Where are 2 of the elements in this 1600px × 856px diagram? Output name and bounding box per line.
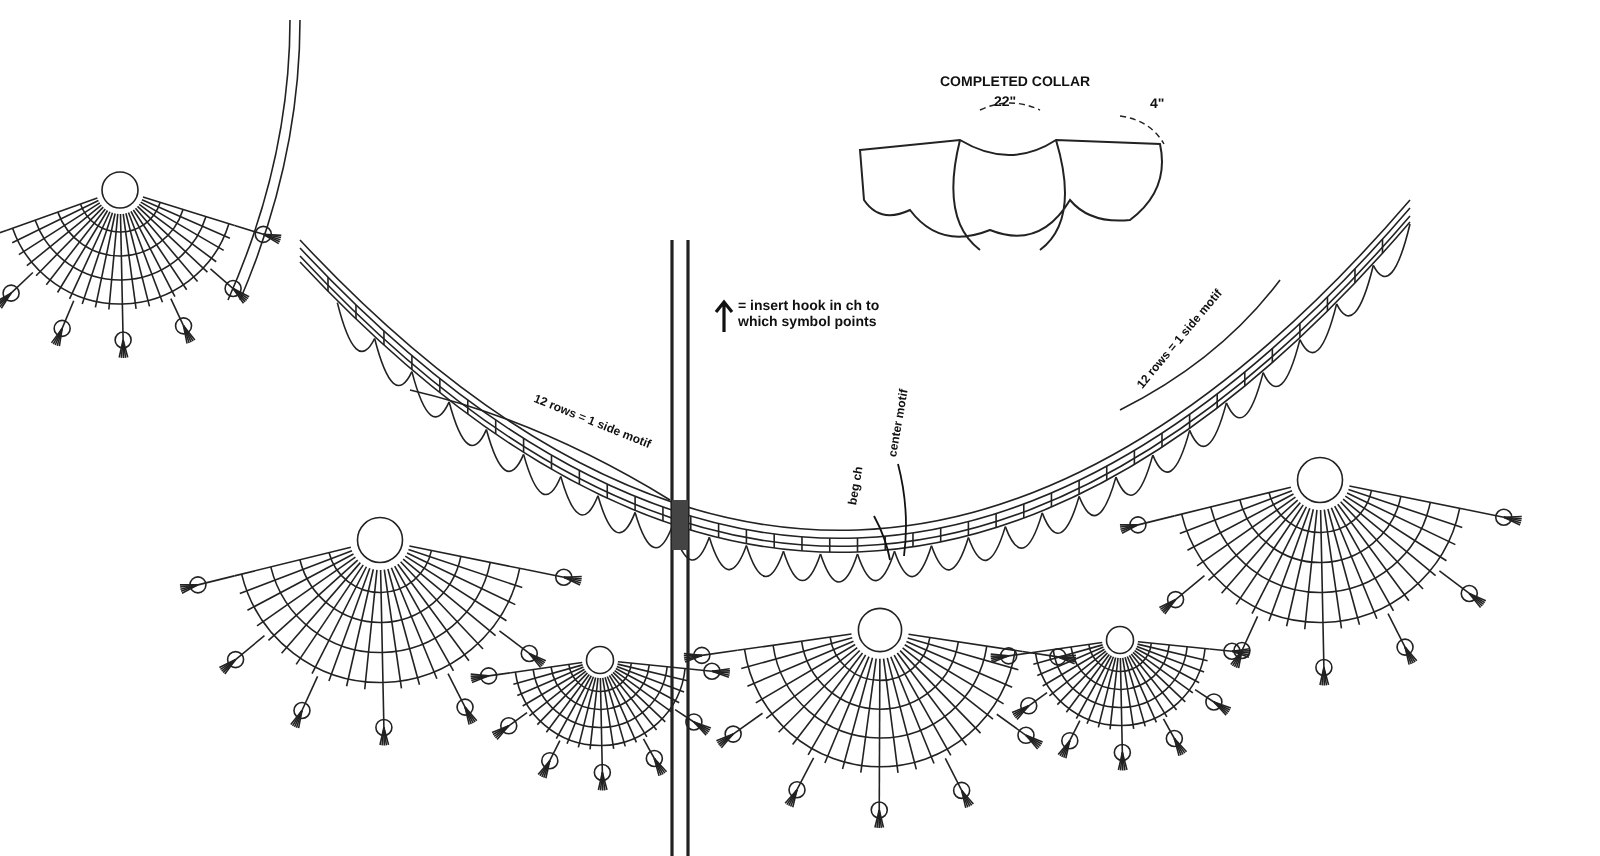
leader-line xyxy=(897,463,907,557)
leader-line xyxy=(873,515,891,561)
